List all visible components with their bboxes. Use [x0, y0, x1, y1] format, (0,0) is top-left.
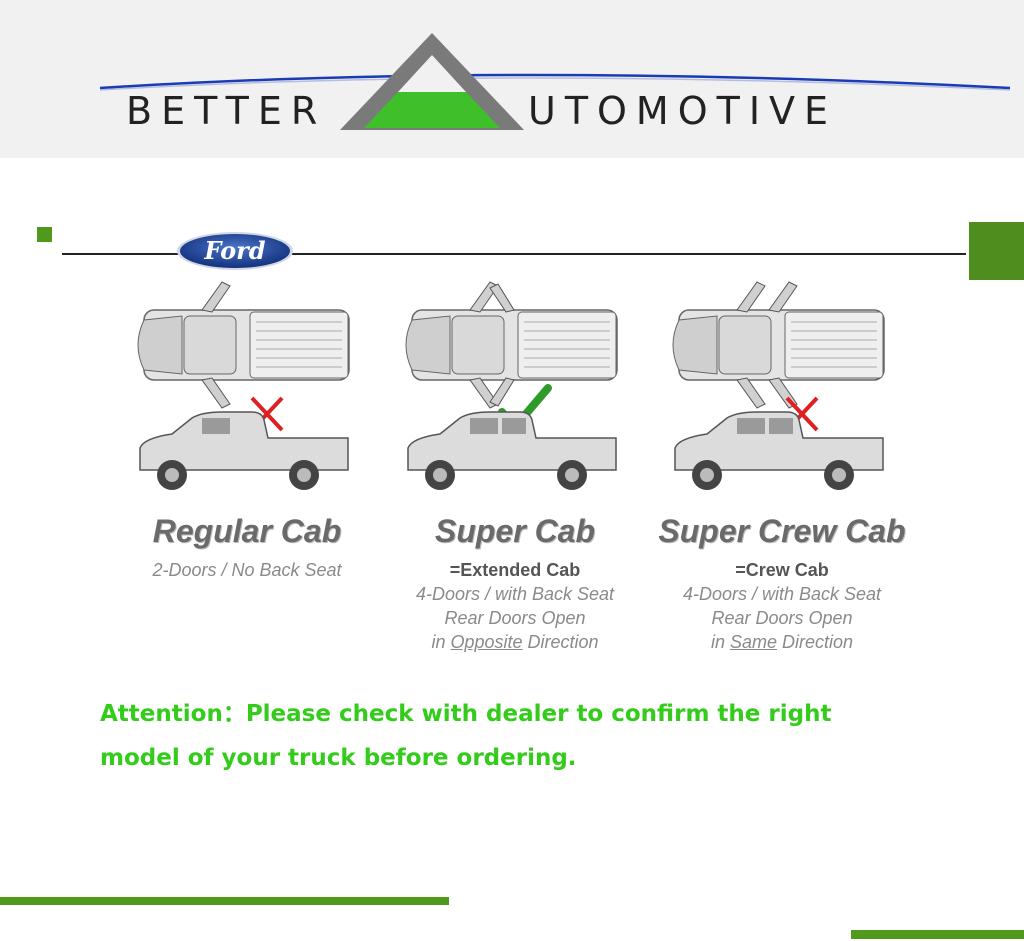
cab-description-line: 4-Doors / with Back Seat — [415, 584, 615, 604]
cab-description-line: Rear Doors Open — [711, 608, 853, 628]
brand-name-right: UTOMOTIVE — [528, 89, 838, 133]
truck-illustration — [137, 281, 350, 490]
footer-bar-left — [0, 897, 449, 905]
swoosh-icon — [99, 73, 1011, 90]
green-side-block — [969, 222, 1024, 280]
brand-name-left: BETTER — [126, 89, 327, 133]
section-bullet — [37, 227, 52, 242]
truck-side-view-icon — [407, 411, 617, 490]
cab-description-line: 2-Doors / No Back Seat — [152, 560, 342, 580]
cab-door-direction: in Opposite Direction — [431, 632, 599, 652]
truck-top-view-icon — [672, 281, 885, 409]
attention-line-2: model of your truck before ordering. — [100, 745, 577, 771]
cab-panel-2: Super Crew Cab =Crew Cab 4-Doors / with Ba… — [657, 270, 907, 670]
cab-door-direction: in Same Direction — [710, 632, 854, 652]
truck-illustration — [672, 281, 885, 490]
brand-header: BETTER UTOMOTIVE — [0, 0, 1024, 158]
attention-line-1: Attention：Please check with dealer to co… — [100, 701, 832, 727]
cab-equivalent: =Extended Cab — [449, 560, 581, 580]
cab-description-line: Rear Doors Open — [444, 608, 586, 628]
cab-panel-0: Regular Cab 2-Doors / No Back Seat — [122, 270, 372, 670]
truck-side-view-icon — [139, 411, 349, 490]
cab-title: Super Crew Cab — [658, 513, 906, 549]
footer-bar-right — [851, 930, 1024, 939]
ford-logo-text: Ford — [203, 236, 265, 265]
brand-logo-graphic — [99, 33, 1011, 130]
cab-title: Regular Cab — [152, 513, 342, 549]
section-divider — [62, 253, 966, 255]
direction-word: Opposite — [450, 632, 523, 652]
ford-logo: Ford — [177, 232, 293, 270]
attention-notice: Attention：Please check with dealer to co… — [100, 692, 920, 780]
direction-word: Same — [729, 632, 777, 652]
cab-equivalent: =Crew Cab — [735, 560, 829, 580]
cab-description-line: 4-Doors / with Back Seat — [682, 584, 882, 604]
truck-side-view-icon — [674, 411, 884, 490]
truck-top-view-icon — [137, 281, 350, 409]
truck-top-view-icon — [405, 281, 618, 409]
truck-illustration — [405, 281, 618, 490]
cab-title: Super Cab — [434, 513, 596, 549]
cab-panel-1: Super Cab =Extended Cab 4-Doors / with Bac… — [390, 270, 640, 670]
triangle-a-logo-icon — [340, 33, 524, 130]
